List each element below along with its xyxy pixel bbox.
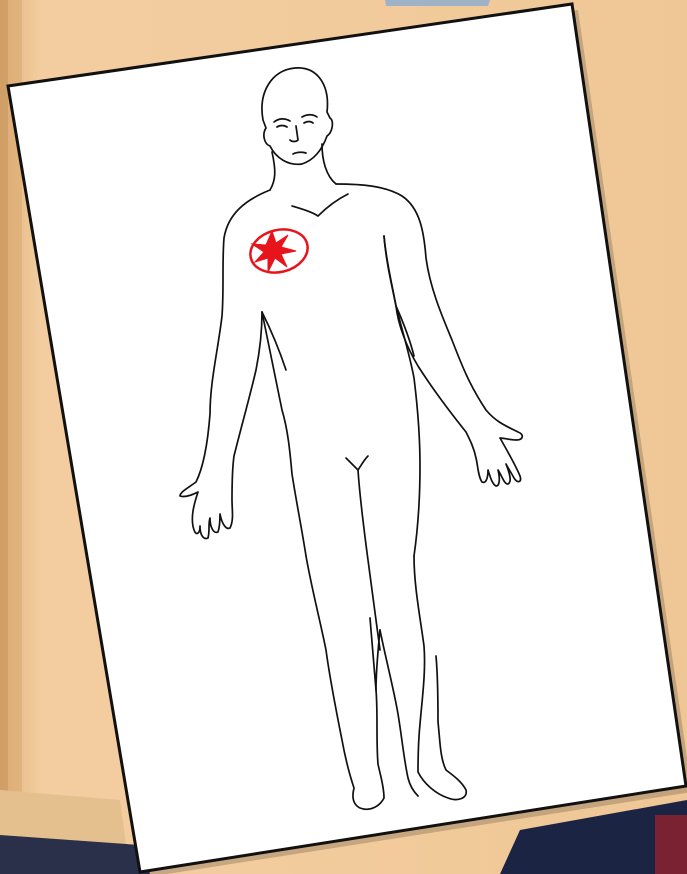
paper xyxy=(8,4,686,872)
